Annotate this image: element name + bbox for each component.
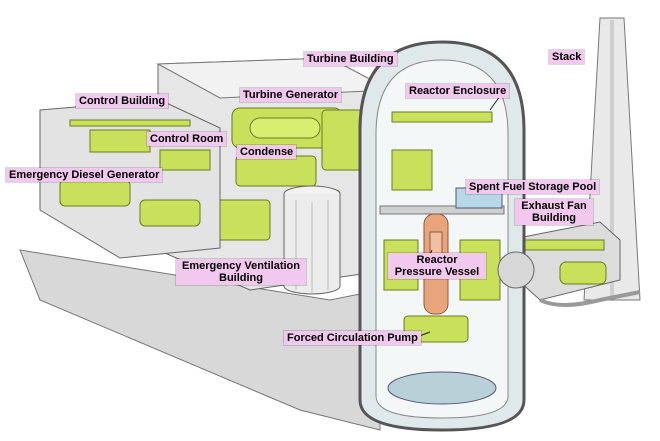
diesel-generator-unit-2 [139, 199, 201, 227]
ground-slab [19, 249, 381, 431]
label-condense: Condense [237, 145, 297, 159]
label-emergency-ventilation-building: Emergency Ventilation Building [176, 259, 306, 285]
exhaust-fan-unit [559, 261, 607, 285]
operating-floor [379, 205, 505, 215]
exhaust-pipe [539, 290, 641, 307]
label-control-room: Control Room [147, 132, 227, 146]
reactor-crane [391, 111, 493, 123]
label-turbine-building: Turbine Building [304, 52, 397, 66]
label-forced-circulation-pump: Forced Circulation Pump [284, 331, 421, 345]
turbine-rotor [249, 117, 321, 139]
condenser-unit [235, 155, 317, 187]
label-spent-fuel-storage-pool: Spent Fuel Storage Pool [466, 180, 600, 194]
label-exhaust-fan-line1: Exhaust Fan [521, 200, 587, 212]
cable-trays [69, 119, 191, 127]
control-console [159, 149, 211, 171]
exhaust-duct [523, 239, 605, 251]
label-emergency-ventilation-line1: Emergency Ventilation [182, 260, 300, 272]
control-panels [89, 129, 151, 153]
label-exhaust-fan-building: Exhaust Fan Building [515, 199, 593, 225]
main-steam-line [497, 251, 535, 289]
label-exhaust-fan-line2: Building [532, 212, 576, 224]
label-reactor-enclosure: Reactor Enclosure [406, 84, 510, 98]
suppression-pool [387, 371, 497, 405]
diesel-generator-unit [59, 179, 131, 207]
label-reactor-pressure-vessel: Reactor Pressure Vessel [388, 253, 486, 279]
refueling-equipment [391, 149, 433, 191]
label-control-building: Control Building [76, 94, 169, 108]
leader-reactor-enclosure [489, 95, 501, 111]
label-reactor-line2: Pressure Vessel [394, 266, 480, 278]
label-turbine-generator: Turbine Generator [240, 88, 342, 102]
label-emergency-diesel-generator: Emergency Diesel Generator [6, 168, 163, 182]
label-stack: Stack [549, 50, 585, 64]
label-reactor-line1: Reactor [416, 254, 458, 266]
label-emergency-ventilation-line2: Building [219, 272, 263, 284]
